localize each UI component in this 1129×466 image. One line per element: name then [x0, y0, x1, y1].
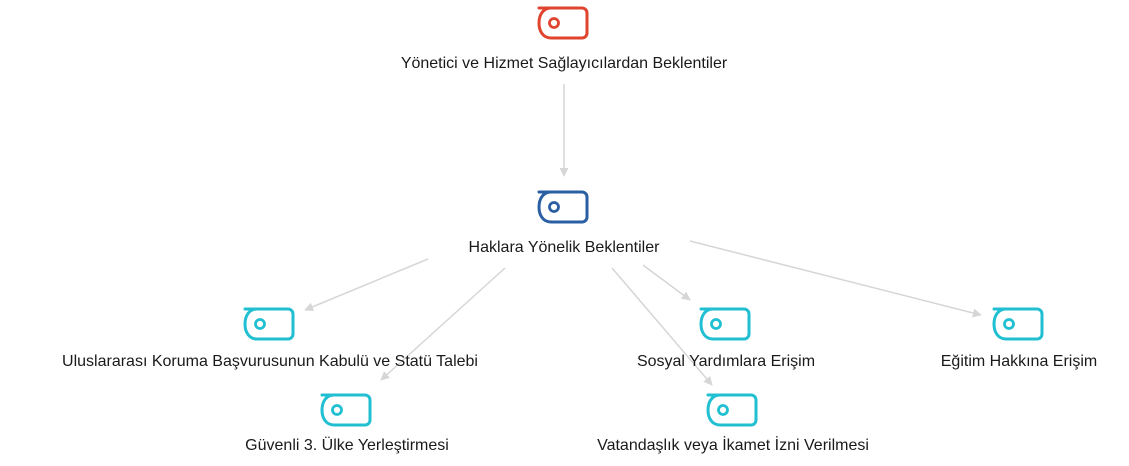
hub-node-label[interactable]: Haklara Yönelik Beklentiler	[468, 239, 660, 256]
leaf3-node-label[interactable]: Sosyal Yardımlara Erişim	[636, 353, 816, 370]
leaf2-node-label[interactable]: Güvenli 3. Ülke Yerleştirmesi	[245, 437, 449, 454]
leaf5-tag-icon[interactable]	[992, 307, 1046, 341]
edge-hub-leaf5	[689, 240, 982, 318]
leaf5-node-label[interactable]: Eğitim Hakkına Erişim	[940, 353, 1098, 370]
edge-hub-leaf1	[304, 258, 429, 312]
edge-hub-leaf3	[642, 264, 691, 301]
root-node-label[interactable]: Yönetici ve Hizmet Sağlayıcılardan Bekle…	[400, 55, 728, 72]
leaf4-tag-icon[interactable]	[706, 393, 760, 427]
leaf2-tag-icon[interactable]	[320, 393, 374, 427]
leaf4-node-label[interactable]: Vatandaşlık veya İkamet İzni Verilmesi	[597, 437, 869, 454]
edge-hub-leaf2	[380, 267, 506, 381]
leaf3-tag-icon[interactable]	[699, 307, 753, 341]
leaf1-node-label[interactable]: Uluslararası Koruma Başvurusunun Kabulü …	[62, 353, 478, 370]
root-tag-icon[interactable]	[537, 6, 591, 40]
edges	[304, 84, 982, 386]
hub-tag-icon[interactable]	[537, 190, 591, 224]
edge-hub-leaf4	[611, 267, 713, 386]
leaf1-tag-icon[interactable]	[243, 307, 297, 341]
